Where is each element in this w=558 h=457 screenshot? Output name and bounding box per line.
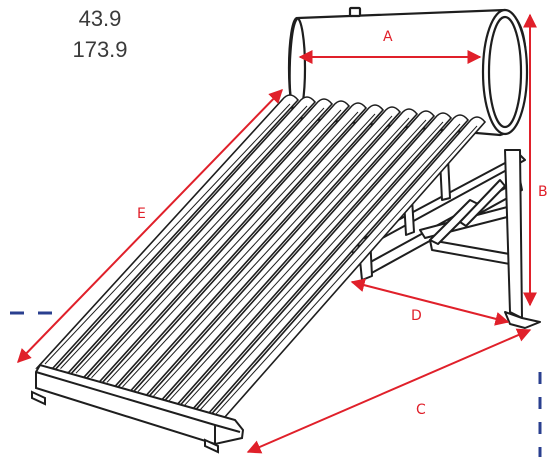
readout-value-2: 173.9 — [72, 37, 128, 62]
collector-tubes — [35, 94, 487, 420]
bottom-rail — [31, 363, 245, 454]
support-frame — [349, 149, 541, 329]
guide-dashes — [10, 311, 542, 457]
water-tank — [287, 6, 529, 137]
label-d: D — [411, 308, 422, 324]
dimension-line-e — [17, 88, 283, 364]
readout-value-1: 43.9 — [78, 6, 122, 31]
label-c: C — [416, 402, 426, 418]
dimension-line-c — [246, 328, 532, 454]
dimension-line-d — [350, 278, 510, 326]
dimension-lines — [17, 13, 537, 454]
label-b: B — [538, 184, 548, 200]
label-a: A — [383, 29, 393, 45]
label-e: E — [137, 206, 146, 222]
